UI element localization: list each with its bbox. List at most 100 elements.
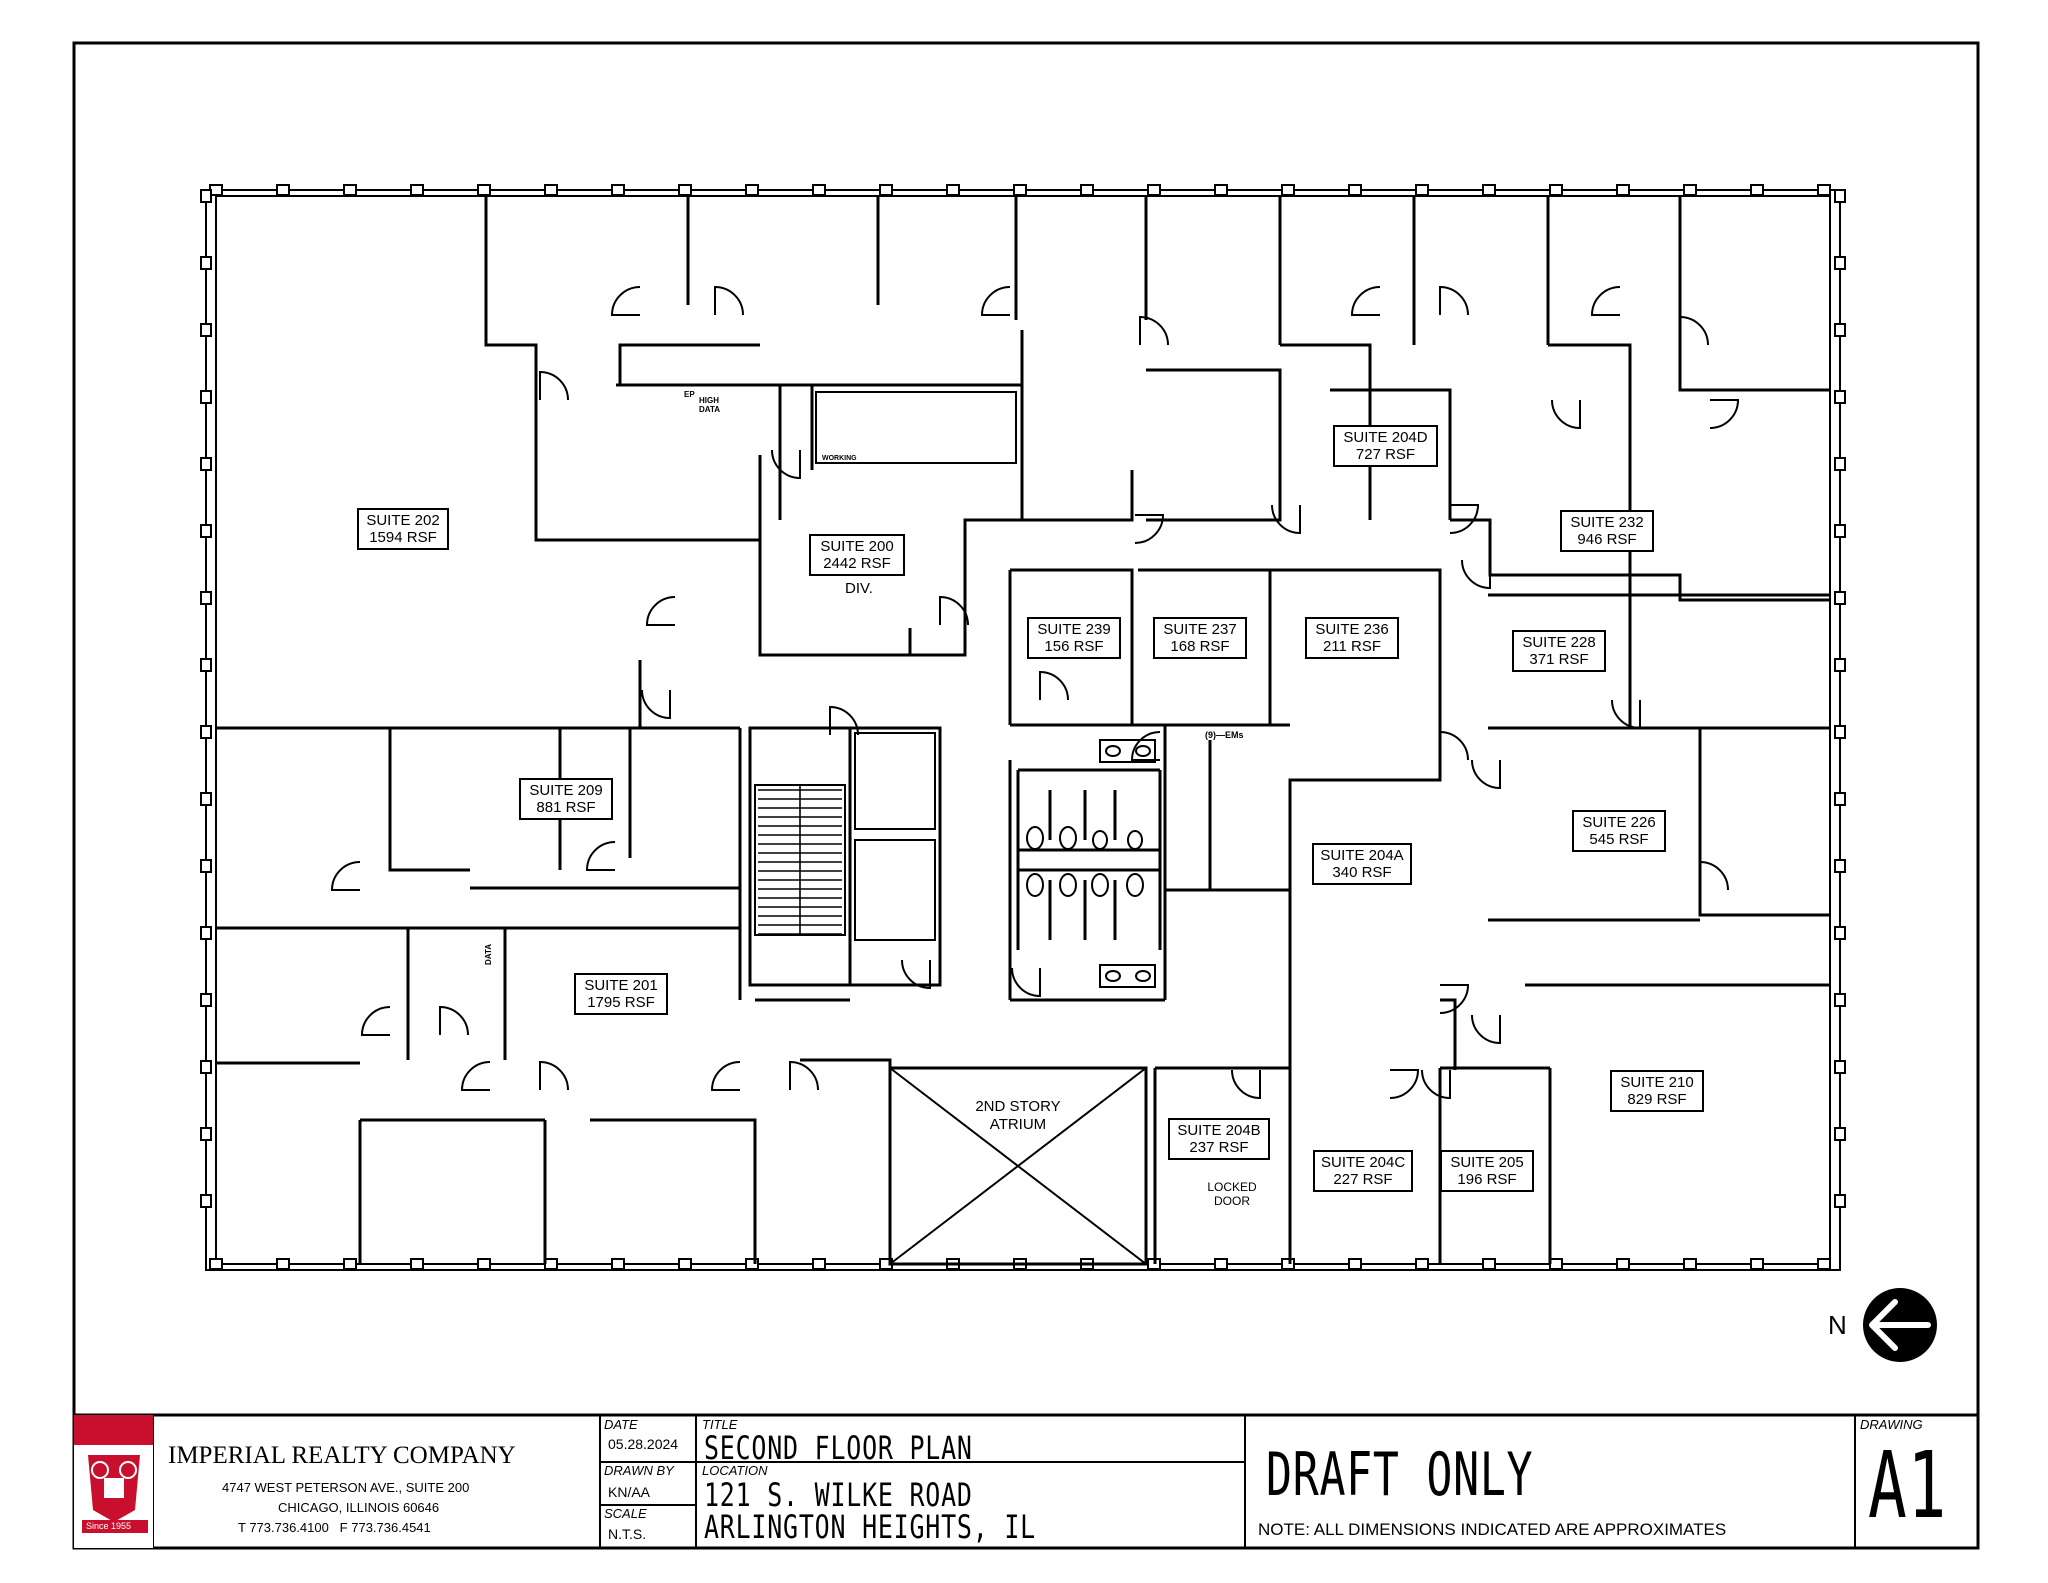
door-swing (1271, 504, 1301, 535)
suite-rsf: 168 RSF (1170, 638, 1230, 655)
column (1834, 1127, 1846, 1141)
column (1549, 184, 1563, 196)
suite-200-label: SUITE 200 2442 RSF (809, 534, 905, 576)
locked-door-note: LOCKED DOOR (1200, 1180, 1264, 1208)
column (1415, 184, 1429, 196)
door-swing (771, 449, 801, 480)
column (1348, 184, 1362, 196)
column (1683, 1258, 1697, 1270)
door-swing (1439, 730, 1469, 761)
column (1834, 993, 1846, 1007)
door-swing (1130, 731, 1161, 761)
column (343, 1258, 357, 1270)
suite-204a-label: SUITE 204A 340 RSF (1312, 843, 1412, 885)
column (1834, 859, 1846, 873)
column (1214, 1258, 1228, 1270)
suite-204b-label: SUITE 204B 237 RSF (1168, 1118, 1270, 1160)
location-line1: 121 S. WILKE ROAD (704, 1476, 973, 1514)
door-swing (901, 959, 931, 990)
working-note: WORKING (822, 455, 857, 462)
high-data-line1: HIGH (699, 396, 719, 405)
door-swing (1471, 1014, 1501, 1045)
suite-210-label: SUITE 210 829 RSF (1610, 1070, 1704, 1112)
high-data-line2: DATA (699, 405, 721, 414)
suite-rsf: 727 RSF (1355, 446, 1416, 463)
door-swing (585, 841, 616, 871)
column (1834, 591, 1846, 605)
restroom-fixtures (1026, 745, 1151, 982)
suite-201-label: SUITE 201 1795 RSF (574, 973, 668, 1015)
location-label: LOCATION (702, 1463, 768, 1478)
door-swing (1611, 699, 1641, 730)
column (1482, 1258, 1496, 1270)
door-swing (641, 689, 671, 720)
door-swing (789, 1060, 819, 1091)
stair-treads (758, 785, 842, 935)
column (678, 1258, 692, 1270)
door-swing (829, 705, 859, 736)
column (276, 184, 290, 196)
door-swing (710, 1061, 741, 1091)
column (200, 457, 212, 471)
drawn-by-value: KN/AA (608, 1484, 651, 1500)
column (200, 658, 212, 672)
column (200, 256, 212, 270)
suite-205-label: SUITE 205 196 RSF (1440, 1150, 1534, 1192)
suite-rsf: 196 RSF (1457, 1171, 1517, 1188)
suite-209-label: SUITE 209 881 RSF (519, 778, 613, 820)
suite-name: SUITE 204C (1321, 1154, 1406, 1171)
column (1616, 184, 1630, 196)
door-swing (1011, 967, 1041, 998)
suite-rsf: 211 RSF (1322, 638, 1382, 655)
suite-rsf: 946 RSF (1577, 531, 1637, 548)
column (1616, 1258, 1630, 1270)
door-swing (610, 286, 641, 316)
column (1750, 184, 1764, 196)
column (946, 184, 960, 196)
company-city: CHICAGO, ILLINOIS 60646 (278, 1500, 440, 1515)
door-swing (1471, 759, 1501, 790)
column (477, 1258, 491, 1270)
door-swing (1439, 285, 1469, 316)
column (1834, 390, 1846, 404)
door-swing (939, 595, 969, 626)
column (1683, 184, 1697, 196)
suite-236-label: SUITE 236 211 RSF (1305, 617, 1399, 659)
suite-name: SUITE 237 (1163, 621, 1237, 638)
column (1834, 658, 1846, 672)
suite-name: SUITE 204B (1177, 1122, 1261, 1139)
door-swing (1139, 315, 1169, 346)
suite-rsf: 545 RSF (1589, 831, 1649, 848)
column (200, 189, 212, 203)
column (1834, 926, 1846, 940)
column (477, 184, 491, 196)
suite-239-label: SUITE 239 156 RSF (1027, 617, 1121, 659)
suite-rsf: 156 RSF (1044, 638, 1104, 655)
door-swing (539, 370, 569, 401)
suite-rsf: 2442 RSF (823, 555, 891, 572)
ems-note: (9)—EMs (1205, 730, 1244, 740)
door-swing (1231, 1069, 1261, 1100)
column (1834, 524, 1846, 538)
north-label: N (1828, 1310, 1847, 1340)
column (1214, 184, 1228, 196)
north-arrow-icon (1863, 1288, 1937, 1362)
column (1834, 1060, 1846, 1074)
company-name: IMPERIAL REALTY COMPANY (168, 1442, 516, 1469)
suite-rsf: 340 RSF (1332, 864, 1392, 881)
column (812, 184, 826, 196)
perimeter-columns (200, 184, 1846, 1270)
suite-name: SUITE 239 (1037, 621, 1111, 638)
door-swing (1449, 504, 1480, 534)
column (745, 184, 759, 196)
suite-name: SUITE 236 (1315, 621, 1389, 638)
company-logo (74, 1415, 153, 1548)
column (611, 184, 625, 196)
column (1080, 184, 1094, 196)
date-value: 05.28.2024 (608, 1436, 679, 1452)
door-swing (1699, 860, 1729, 891)
column (200, 725, 212, 739)
door-swing (1039, 670, 1069, 701)
ep-note: EP (684, 390, 695, 399)
suite-rsf: 227 RSF (1333, 1171, 1393, 1188)
